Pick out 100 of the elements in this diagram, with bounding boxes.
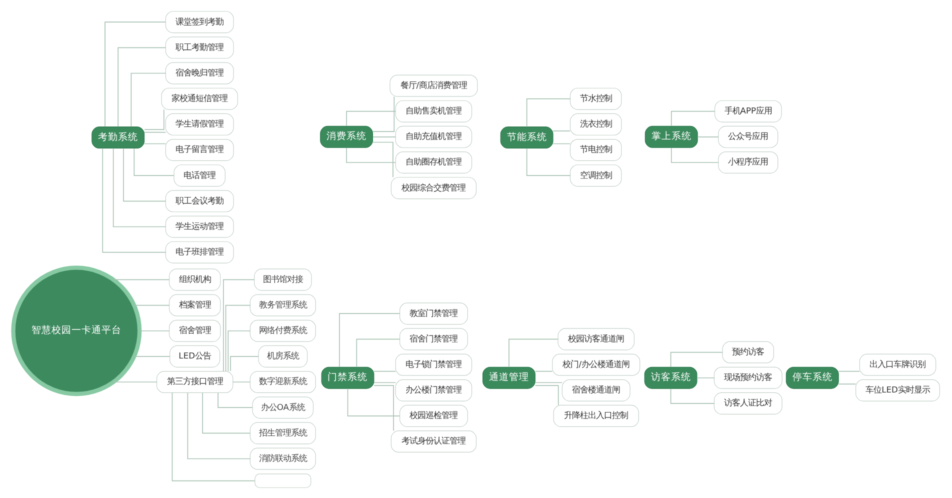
node-box: 教务管理系统 — [249, 294, 316, 316]
node-box: 消防联动系统 — [249, 447, 316, 470]
connector — [227, 330, 250, 372]
node-box: 预约访客 — [722, 340, 774, 363]
node-box: 升降柱出入口控制 — [552, 404, 638, 426]
connector — [696, 376, 714, 378]
connector — [102, 147, 166, 252]
connector — [838, 370, 860, 372]
node-box: 家校通短信管理 — [160, 87, 238, 110]
connector — [534, 370, 552, 372]
node-box: 校园综合交费管理 — [390, 176, 476, 199]
connector — [143, 142, 166, 144]
connector — [112, 381, 157, 382]
connector — [534, 382, 562, 383]
node-box: 门禁系统 — [320, 366, 374, 388]
node-circle: 智慧校园一卡通平台 — [10, 265, 142, 396]
node-box: 课堂签到考勤 — [164, 10, 234, 33]
connector — [217, 392, 252, 408]
node-box: 自助圈存机管理 — [394, 150, 472, 173]
connector — [133, 147, 174, 176]
node-box: 电子留言管理 — [164, 138, 234, 160]
connector — [552, 130, 570, 131]
node-box: LED公告 — [169, 344, 220, 367]
node-box: 校门/办公楼通道闸 — [552, 353, 640, 376]
connector — [117, 46, 166, 127]
node-box: 公众号应用 — [718, 125, 778, 148]
node-box: 节水控制 — [569, 87, 622, 110]
connector — [552, 142, 570, 144]
node-box: 现场预约访客 — [713, 366, 782, 388]
connector — [696, 136, 718, 137]
node-box: 自助充值机管理 — [394, 125, 472, 148]
connector — [112, 147, 166, 227]
node-box: 办公楼门禁管理 — [394, 378, 472, 401]
connector — [232, 381, 250, 382]
node-box: 组织机构 — [168, 268, 220, 290]
node-box: 宿舍楼通道闸 — [561, 378, 630, 401]
node-box: 掌上系统 — [644, 125, 698, 148]
node-box: 宿舍门禁管理 — [399, 328, 468, 350]
node-box: 洗衣控制 — [569, 112, 622, 135]
node-box: 网络付费系统 — [249, 319, 316, 342]
connector — [346, 110, 396, 126]
connector — [373, 384, 394, 431]
node-box: 机房系统 — [258, 344, 308, 367]
node-box: 校园访客通道闸 — [557, 328, 634, 350]
node-box: 车位LED实时显示 — [855, 378, 940, 401]
node-box: 节电控制 — [569, 138, 622, 160]
connector — [670, 147, 718, 162]
node-box: 教室门禁管理 — [399, 302, 468, 324]
node-box: 电话管理 — [173, 164, 225, 186]
node-box — [254, 473, 311, 488]
node-box: 宿舍管理 — [168, 319, 220, 342]
node-box: 档案管理 — [168, 294, 220, 316]
connector — [670, 388, 714, 404]
node-box: 图书馆对接 — [254, 268, 312, 290]
node-box: 学生请假管理 — [164, 112, 234, 135]
connector — [373, 382, 396, 383]
node-box: 空调控制 — [569, 164, 622, 186]
node-box: 消费系统 — [320, 125, 373, 148]
connector — [230, 356, 258, 371]
node-box: 自助售卖机管理 — [394, 100, 472, 122]
connector — [143, 131, 166, 132]
node-box: 考勤系统 — [91, 126, 144, 148]
node-box: 学生运动管理 — [164, 215, 234, 238]
connector — [373, 370, 396, 372]
connector — [508, 338, 558, 367]
node-box: 餐厅/商店消费管理 — [389, 74, 478, 96]
connector — [104, 21, 166, 127]
node-box: 职工考勤管理 — [164, 36, 234, 58]
connector — [138, 330, 170, 331]
node-box: 办公OA系统 — [252, 396, 314, 418]
connector — [670, 110, 715, 126]
node-box: 访客系统 — [644, 366, 697, 388]
node-box: 电子锁门禁管理 — [394, 353, 472, 376]
node-box: 宿舍晚归管理 — [164, 62, 234, 84]
node-box: 手机APP应用 — [714, 100, 782, 122]
connector — [112, 278, 170, 280]
node-box: 校园巡检管理 — [399, 404, 468, 426]
connector — [372, 96, 394, 132]
connector — [122, 147, 166, 202]
node-box: 职工会议考勤 — [164, 190, 234, 212]
connector — [130, 72, 166, 127]
connector — [670, 351, 722, 367]
node-box: 数字迎新系统 — [249, 370, 316, 393]
connector — [144, 108, 164, 130]
connector — [186, 392, 250, 459]
connector — [372, 141, 393, 178]
node-box: 电子班排管理 — [164, 240, 234, 263]
node-box: 小程序应用 — [718, 150, 778, 173]
connector — [133, 304, 169, 306]
connector — [356, 338, 400, 367]
connector — [526, 98, 570, 127]
node-box: 访客人证比对 — [713, 392, 782, 414]
connector — [224, 304, 250, 372]
connector — [346, 147, 396, 162]
node-box: 通道管理 — [482, 366, 535, 388]
node-box: 节能系统 — [500, 126, 553, 148]
connector — [338, 312, 400, 367]
connector — [372, 136, 396, 137]
connector — [526, 147, 570, 176]
node-box: 考试身份认证管理 — [390, 430, 476, 452]
